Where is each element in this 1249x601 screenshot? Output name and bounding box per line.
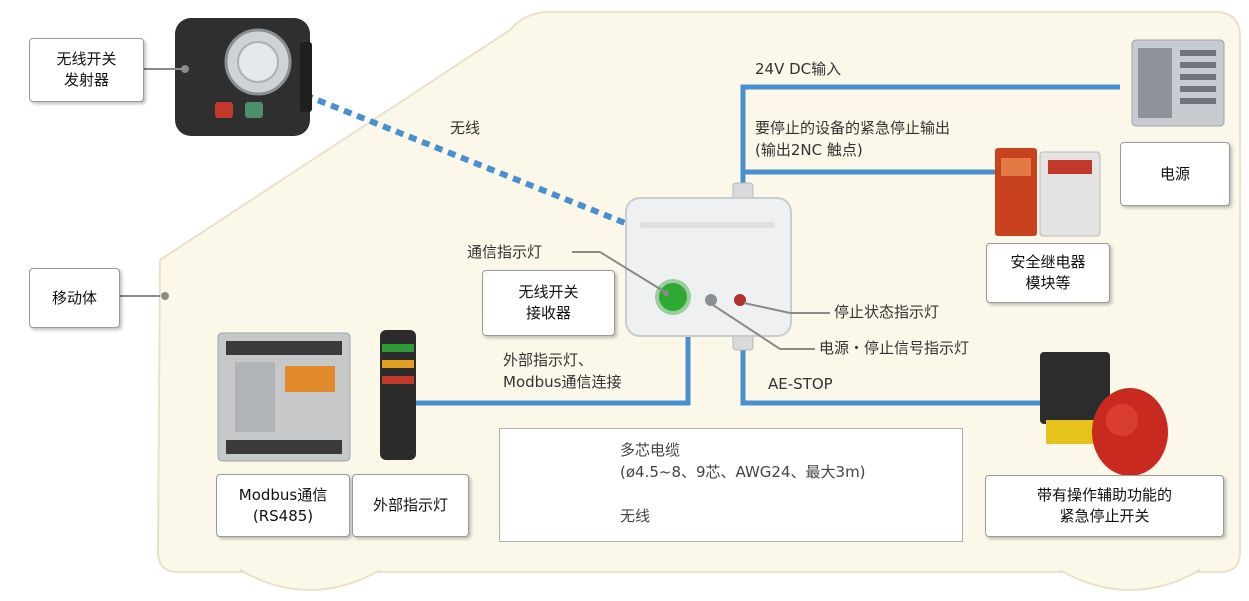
comm-indicator-leader-2 [599, 251, 666, 293]
external-indicator-label: 外部指示灯 [372, 496, 448, 514]
power-supply-image [1131, 39, 1225, 127]
modbus-line-1: Modbus通信 [238, 485, 328, 504]
wireless-transmitter-line-1: 无线开关 [56, 50, 117, 68]
legend-cable-label: 多芯电缆 [620, 441, 681, 459]
ext-connection-annotation-2: Modbus通信连接 [503, 373, 622, 391]
signal-tower-image [380, 330, 416, 460]
wireless-transmitter-image [175, 18, 312, 136]
power-supply-box: 电源 [1120, 142, 1230, 206]
front-wheel [1059, 569, 1201, 591]
modbus-cable [414, 330, 691, 406]
modbus-box: Modbus通信 (RS485) [216, 474, 350, 537]
safety-relay-line-1: 安全继电器 [1010, 253, 1086, 271]
power-signal-leader [712, 304, 781, 350]
safety-relay-box: 安全继电器 模块等 [986, 243, 1110, 303]
plc-image [217, 332, 351, 462]
receiver-line-2: 接收器 [525, 304, 571, 322]
wireless-link [303, 92, 632, 228]
dc-input-cable [740, 84, 1120, 185]
receiver-image [625, 182, 792, 351]
power-supply-label: 电源 [1159, 164, 1190, 183]
receiver-box: 无线开关 接收器 [482, 270, 615, 336]
ae-stop-cable [740, 345, 1045, 406]
comm-indicator-annotation: 通信指示灯 [467, 243, 543, 261]
external-indicator-box: 外部指示灯 [352, 474, 469, 537]
estop-switch-box: 带有操作辅助功能的 紧急停止开关 [985, 475, 1224, 537]
wireless-transmitter-line-2: 发射器 [63, 71, 109, 89]
dc-input-annotation: 24V DC输入 [755, 60, 842, 78]
wireless-annotation: 无线 [450, 119, 481, 137]
stop-status-leader [743, 302, 791, 314]
mobile-body-box: 移动体 [29, 268, 120, 328]
safety-relay-line-2: 模块等 [1025, 274, 1071, 292]
estop-output-annotation: 要停止的设备的紧急停止输出 [755, 119, 951, 137]
mobile-body-label: 移动体 [51, 288, 97, 307]
stop-status-annotation: 停止状态指示灯 [834, 303, 940, 321]
estop-output-sub-annotation: (输出2NC 触点) [755, 141, 863, 159]
modbus-line-2: (RS485) [252, 506, 314, 525]
estop-switch-line-2: 紧急停止开关 [1059, 507, 1150, 525]
wireless-transmitter-box: 无线开关 发射器 [29, 38, 144, 102]
power-signal-annotation: 电源・停止信号指示灯 [819, 339, 970, 357]
ae-stop-annotation: AE-STOP [768, 375, 833, 393]
legend: 多芯电缆 (ø4.5~8、9芯、AWG24、最大3m) 无线 [499, 428, 963, 542]
estop-switch-line-1: 带有操作辅助功能的 [1036, 486, 1172, 504]
rear-wheel [239, 569, 381, 591]
receiver-line-1: 无线开关 [518, 283, 579, 301]
safety-relay-image [995, 148, 1101, 237]
ext-connection-annotation-1: 外部指示灯、 [503, 351, 594, 369]
legend-cable-spec: (ø4.5~8、9芯、AWG24、最大3m) [620, 463, 866, 481]
legend-wireless-label: 无线 [620, 507, 651, 525]
estop-switch-image [1040, 352, 1168, 476]
